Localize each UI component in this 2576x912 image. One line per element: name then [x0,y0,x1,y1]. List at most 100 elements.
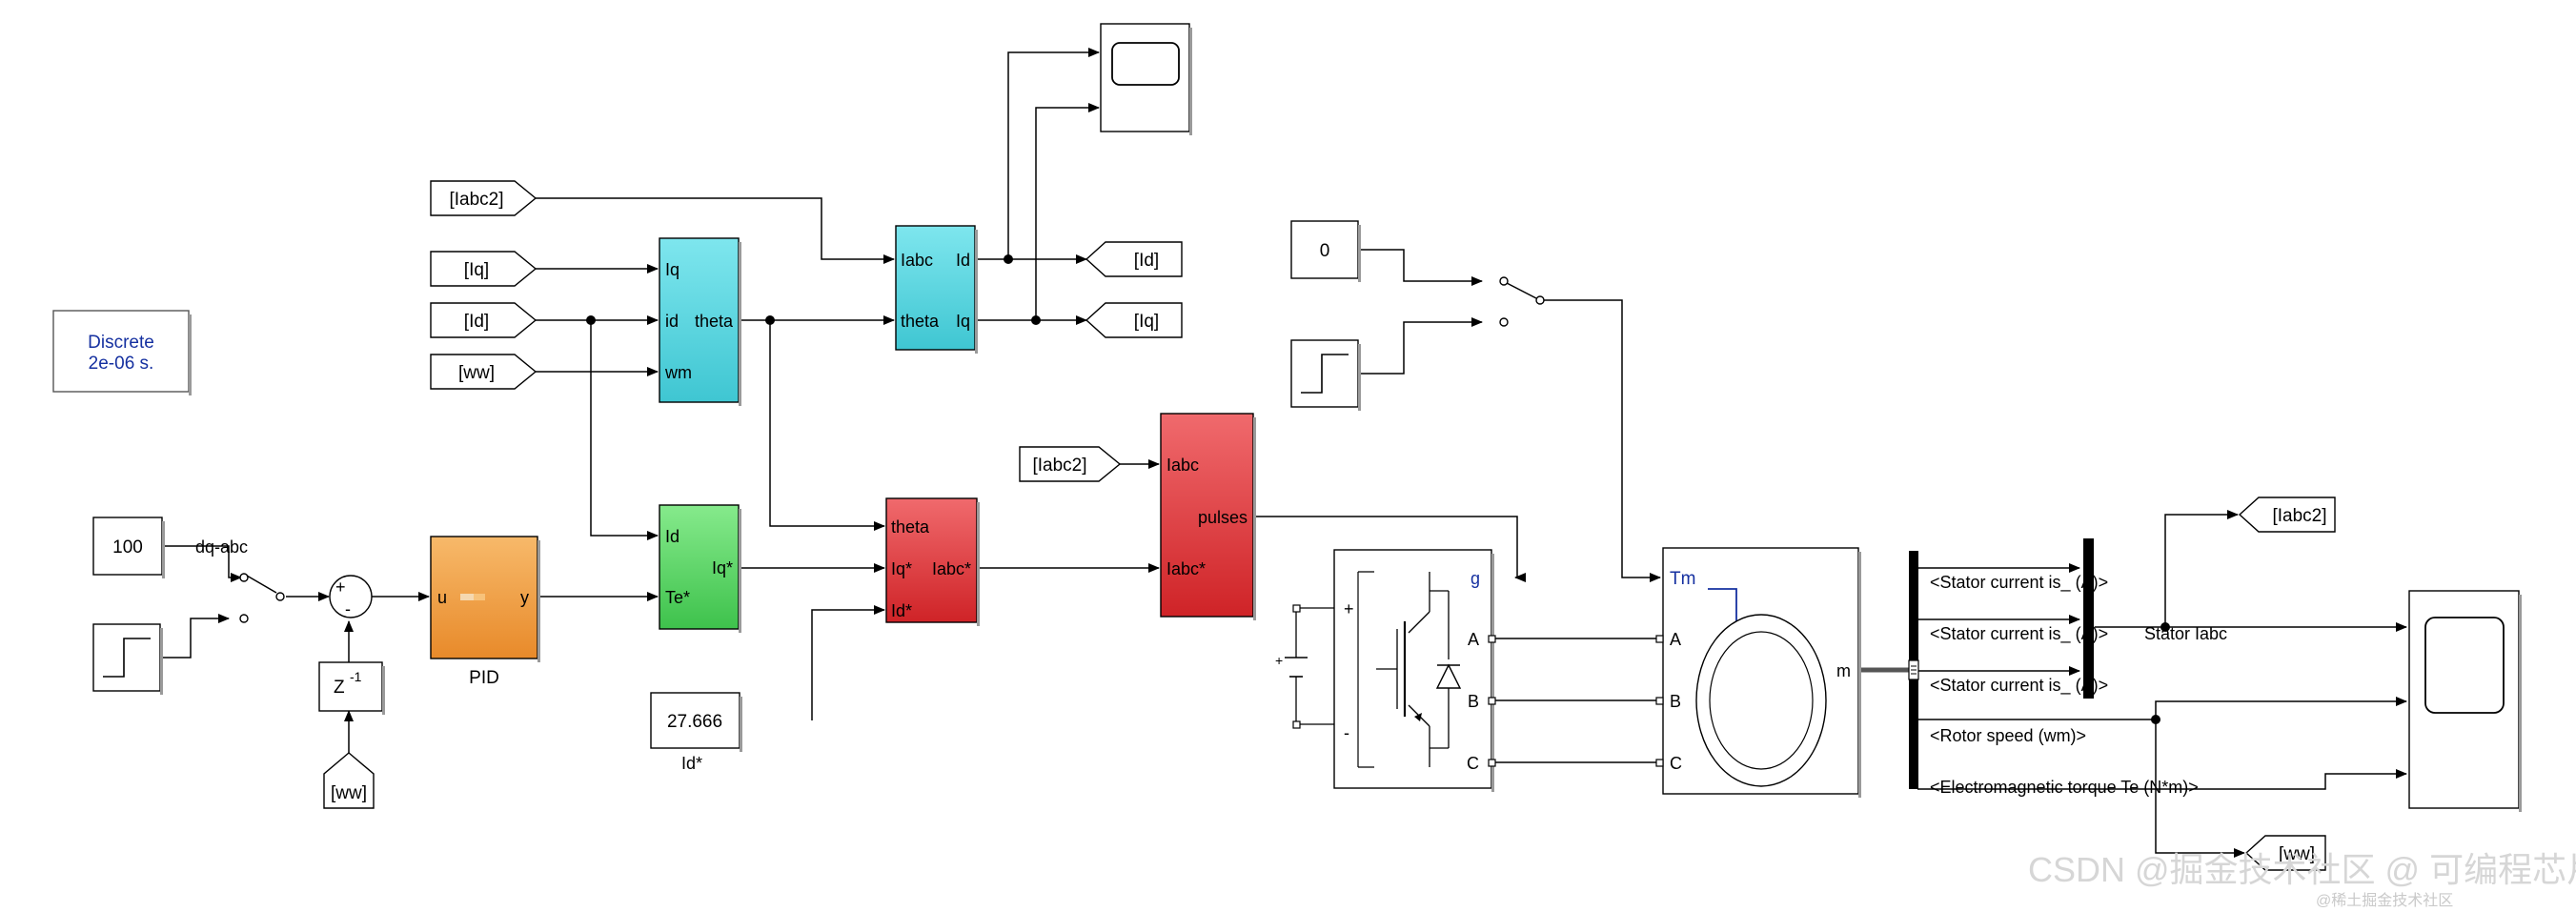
goto-id-out[interactable]: [Id] [1085,241,1183,277]
bus-signal-stator-current-a: <Stator current is_ (A)> [1930,573,2108,593]
switch-label: dq-abc [195,537,248,557]
goto-iabc2-right-label: [Iabc2] [2272,506,2326,526]
goto-ww-right[interactable]: [ww] [2244,835,2326,871]
svg-text:+: + [1275,653,1283,668]
dq2abc-in-iq: Iq* [891,559,912,578]
theta-block-in-iq: Iq [665,260,679,279]
ctrl-out-iq: Iq* [712,558,733,578]
bus-signal-stator-current-c: <Stator current is_ (A)> [1930,676,2108,696]
hyst-in-iabc: Iabc [1166,456,1199,475]
goto-iabc2-left[interactable]: [Iabc2] [430,180,538,216]
torque-manual-switch[interactable] [1499,276,1545,327]
bus-selector-block[interactable] [1908,551,1919,789]
goto-iq-left-label: [Iq] [464,260,489,280]
bus-signal-torque: <Electromagnetic torque Te (N*m)> [1930,778,2199,797]
pid-out-port: y [520,588,529,607]
speed-ref-constant[interactable]: 100 [92,517,165,578]
goto-iq-out[interactable]: [Iq] [1085,302,1183,338]
dc-voltage-source[interactable]: + [1275,604,1334,729]
igbt-symbol-icon [1376,572,1462,767]
pid-in-port: u [437,588,447,607]
theta-calc-block[interactable]: Iq id wm theta [659,237,741,406]
igbt-inverter-block[interactable]: g A B C + - [1333,549,1496,792]
speed-manual-switch[interactable] [239,573,285,623]
goto-iabc2-left-label: [Iabc2] [449,190,503,210]
machine-port-c: C [1670,754,1682,773]
watermark-text: CSDN @掘金技术社区 @ 可编程芯片开发 [2028,850,2576,889]
hysteresis-controller-block[interactable]: Iabc Iabc* pulses [1160,413,1256,620]
goto-ww-left[interactable]: [ww] [430,354,538,390]
sum-plus: + [335,578,346,597]
speed-ref-value: 100 [112,537,143,557]
torque-zero-value: 0 [1320,241,1330,261]
sum-block[interactable]: + - [329,575,373,618]
scope-screen-icon [1111,42,1180,86]
id-ref-value: 27.666 [667,712,722,732]
current-ref-block[interactable]: Id Te* Iq* [659,504,741,633]
scope-top[interactable] [1100,23,1192,135]
goto-ww-left-label: [ww] [458,363,495,383]
torque-step-block[interactable] [1290,339,1361,411]
mux-block[interactable] [2083,538,2094,699]
goto-iq-out-label: [Iq] [1134,312,1159,332]
dq2abc-in-theta: theta [891,517,930,537]
abc2dq-out-iq: Iq [956,312,970,331]
goto-id-left-label: [Id] [464,312,489,332]
inverter-port-b: B [1468,692,1479,711]
signal-lines [160,48,2407,858]
torque-zero-constant[interactable]: 0 [1290,220,1361,282]
clock-line1: Discrete [88,333,154,353]
bus-signal-stator-current-b: <Stator current is_ (A)> [1930,624,2108,644]
dq2abc-out-iabc: Iabc* [932,559,971,578]
abc2dq-in-iabc: Iabc [901,251,933,270]
scope-screen-icon [2424,617,2505,714]
unit-delay-block[interactable]: Z -1 [318,661,385,715]
step-icon [103,638,151,678]
dq2abc-in-id: Id* [891,601,912,620]
clock-line2: 2e-06 s. [89,354,154,374]
pid-controller-block[interactable]: u y [430,536,540,662]
delay-exponent: -1 [350,669,362,684]
hyst-in-iabc-ref: Iabc* [1166,559,1206,578]
goto-iabc2-mid[interactable]: [Iabc2] [1019,446,1122,482]
machine-stator-icon [1695,614,1827,787]
machine-tm-port: Tm [1670,569,1695,589]
inverter-plus: + [1344,599,1354,618]
speed-step-block[interactable] [92,623,163,695]
goto-iabc2-right[interactable]: [Iabc2] [2238,497,2336,533]
abc2dq-in-theta: theta [901,312,940,331]
ctrl-in-id: Id [665,527,679,546]
id-ref-constant[interactable]: 27.666 [650,692,742,752]
goto-ww-bottom-label: [ww] [331,783,367,803]
goto-ww-bottom[interactable]: [ww] [323,752,375,809]
bus-signal-rotor-speed: <Rotor speed (wm)> [1930,726,2086,745]
scope-right[interactable] [2408,590,2522,812]
machine-m-port: m [1836,661,1851,680]
inverter-port-a: A [1468,630,1479,649]
machine-port-b: B [1670,692,1681,711]
watermark-subtext: @稀土掘金技术社区 [2316,892,2453,909]
ctrl-in-te: Te* [665,588,690,607]
inverter-minus: - [1344,723,1349,742]
goto-iq-left[interactable]: [Iq] [430,251,538,287]
step-icon [1301,354,1349,394]
sum-minus: - [345,599,351,618]
machine-port-a: A [1670,630,1681,649]
inverter-gate-port: g [1471,569,1480,588]
abc2dq-out-id: Id [956,251,970,270]
stator-iabc-label: Stator Iabc [2144,624,2227,643]
dq-to-abc-block[interactable]: theta Iq* Id* Iabc* [885,497,980,626]
goto-iabc2-mid-label: [Iabc2] [1032,456,1086,476]
theta-block-out: theta [695,312,734,331]
pid-label: PID [469,668,499,688]
hyst-out-pulses: pulses [1198,508,1247,527]
theta-block-in-wm: wm [664,363,692,382]
pmsm-machine-block[interactable]: Tm A B C m [1655,547,1861,798]
goto-ww-right-label: [ww] [2279,844,2315,864]
abc-to-dq-block[interactable]: Iabc theta Id Iq [895,225,978,354]
theta-block-in-id: id [665,312,679,331]
delay-base: Z [334,678,345,698]
powergui-discrete-block[interactable]: Discrete 2e-06 s. [52,310,192,395]
goto-id-left[interactable]: [Id] [430,302,538,338]
